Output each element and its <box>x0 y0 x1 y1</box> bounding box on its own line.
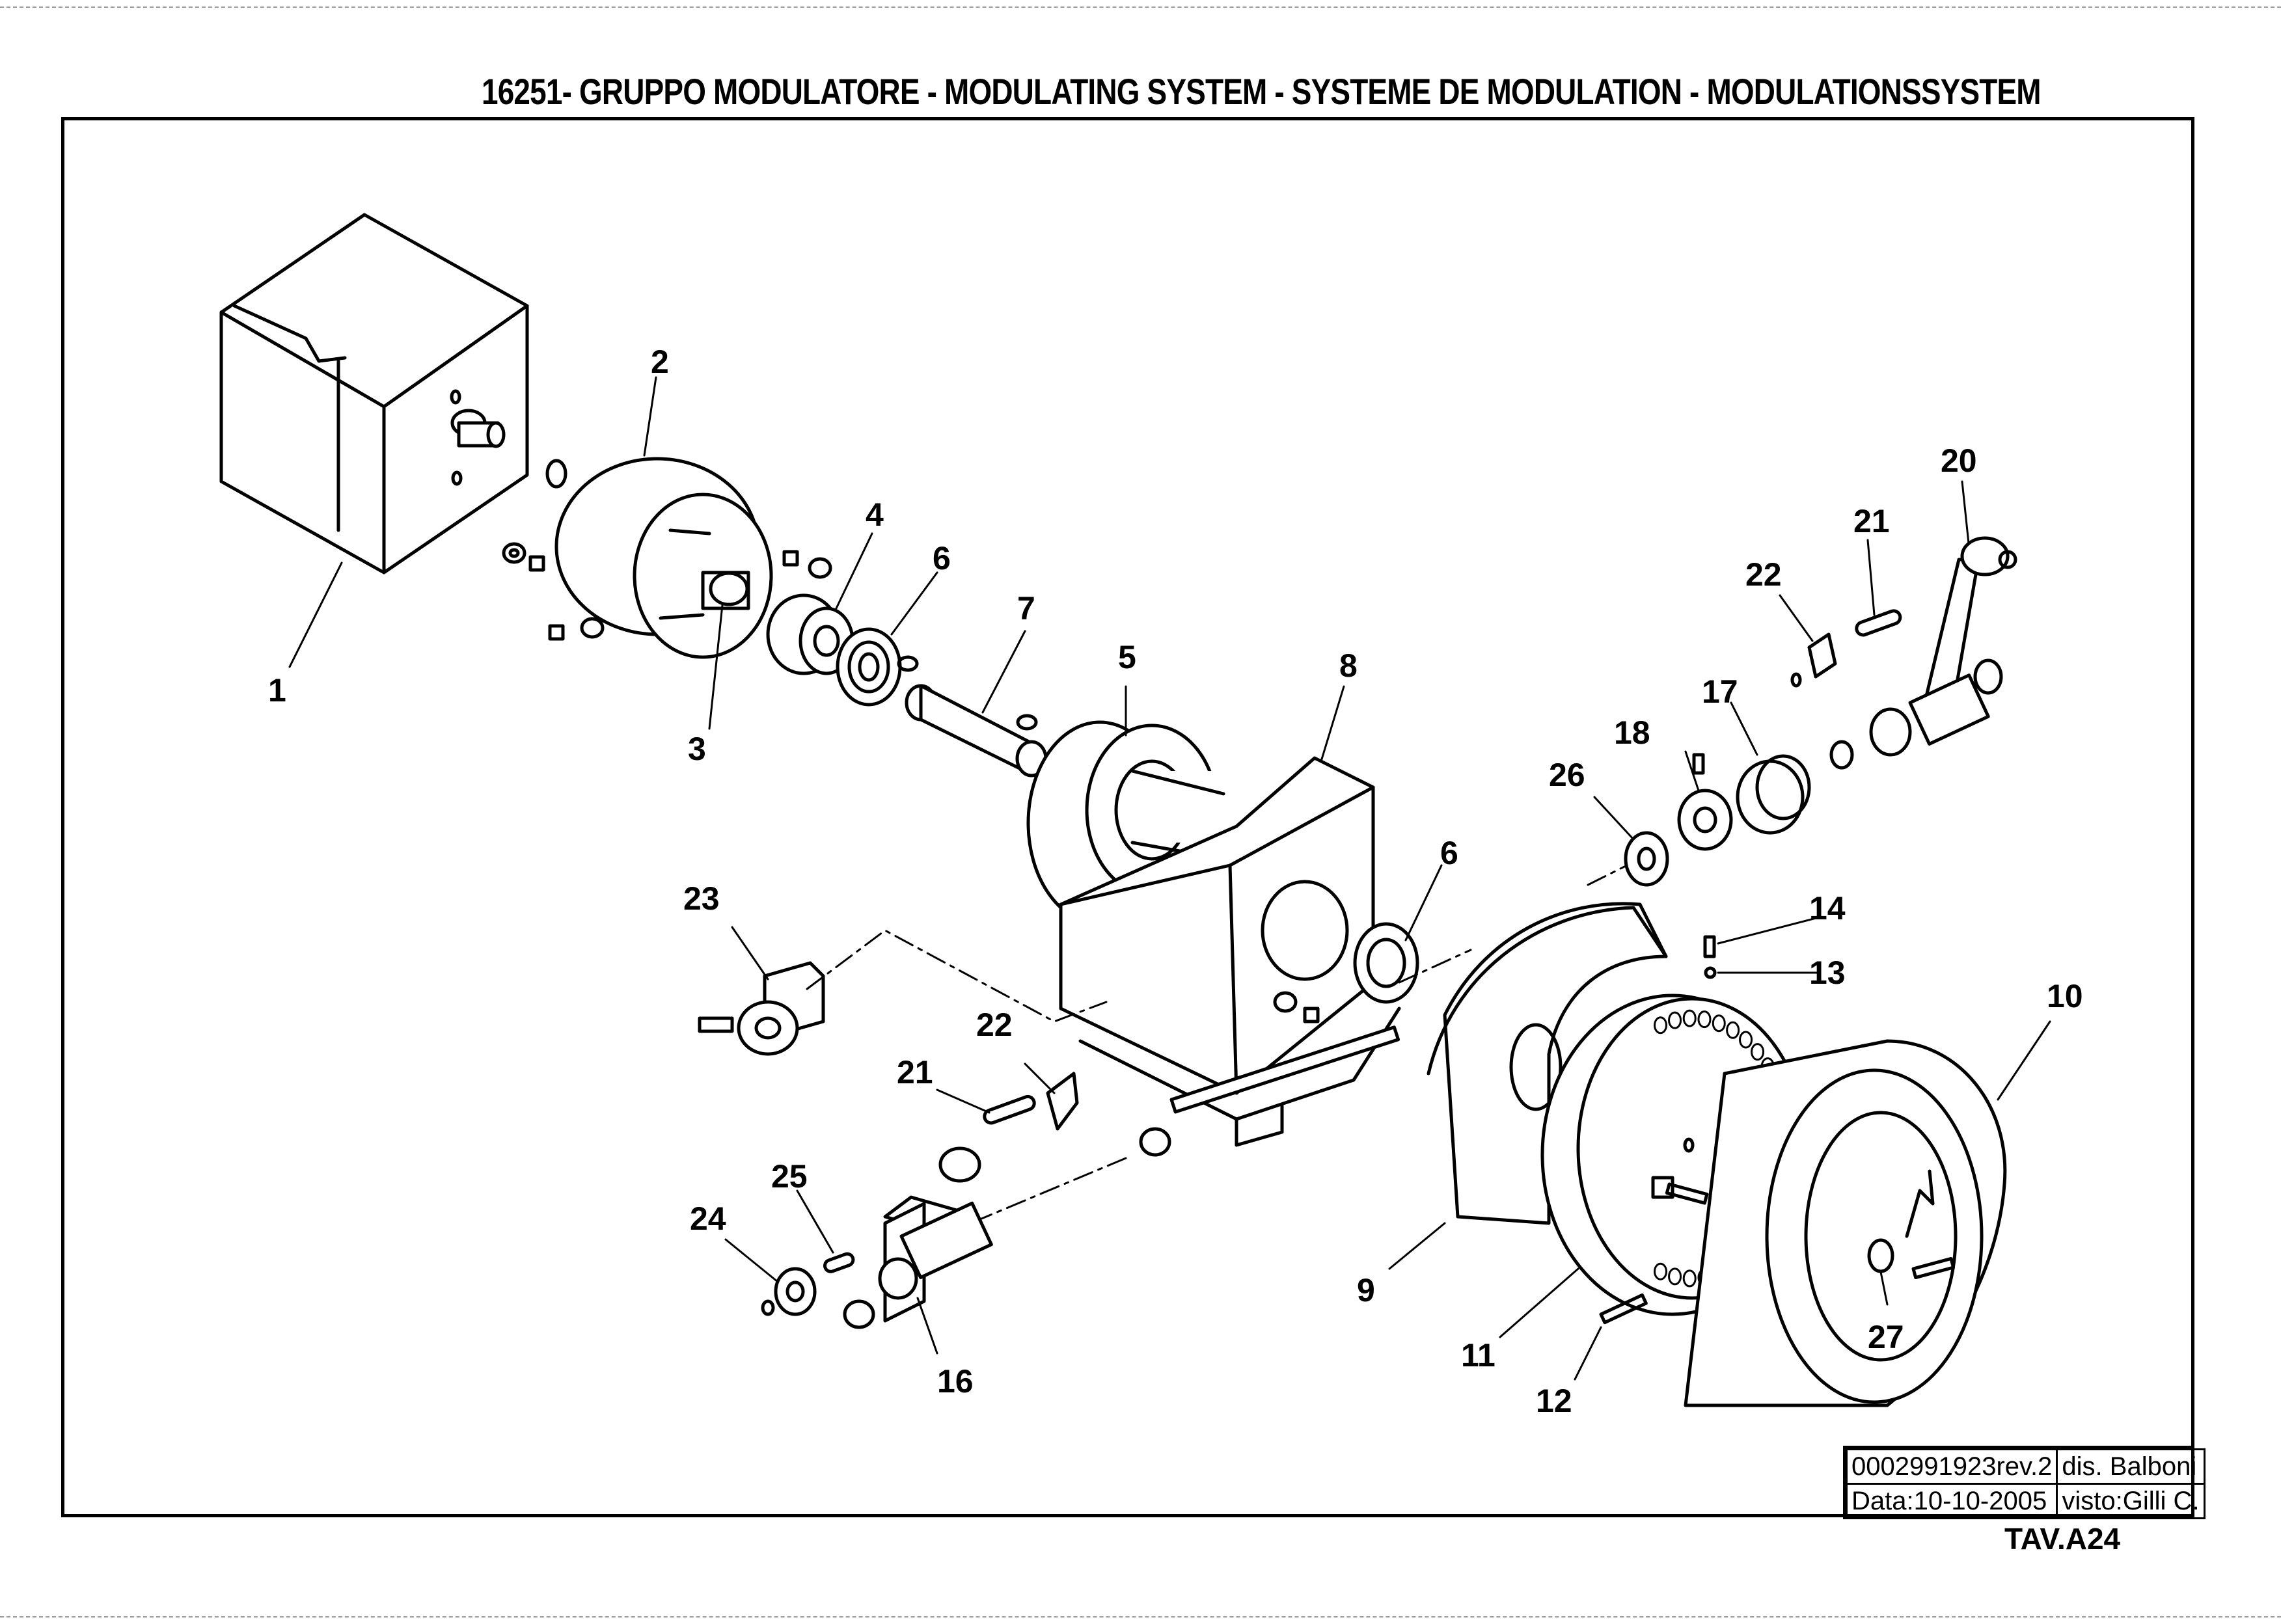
disc-hole <box>1739 1031 1753 1049</box>
scan-edge-bottom <box>0 1616 2281 1617</box>
disc-hole <box>1726 1021 1740 1039</box>
part-bearing-upper <box>836 627 902 707</box>
disc-hole <box>1682 1009 1697 1027</box>
callout-26: 26 <box>1549 757 1585 793</box>
callout-13: 13 <box>1809 954 1846 991</box>
part-lever-upper <box>1790 536 2017 757</box>
callout-12: 12 <box>1536 1383 1572 1419</box>
part-shield <box>1427 902 1668 1225</box>
part-housing <box>1059 756 1419 1147</box>
part-lever-lower <box>843 1072 1171 1329</box>
disc-hole <box>1751 1043 1765 1061</box>
callout-25: 25 <box>771 1158 808 1195</box>
callout-8: 8 <box>1339 647 1358 684</box>
callout-1: 1 <box>268 672 286 709</box>
callout-17: 17 <box>1702 673 1738 710</box>
part-shaft <box>897 655 1048 778</box>
callout-11: 11 <box>1461 1337 1496 1374</box>
callout-18: 18 <box>1614 714 1650 751</box>
callout-20: 20 <box>1941 442 1977 479</box>
callout-9: 9 <box>1357 1272 1375 1308</box>
callout-14: 14 <box>1809 890 1846 927</box>
leader-lines <box>288 376 2051 1381</box>
callout-22-lower: 22 <box>976 1007 1013 1043</box>
callout-6-lower: 6 <box>1440 835 1458 871</box>
drawing-date: Data:10-10-2005 <box>1845 1483 2058 1519</box>
checked-by: visto:Gilli C. <box>2056 1483 2206 1519</box>
callout-2: 2 <box>651 344 669 380</box>
title-block: 0002991923rev.2 dis. Balboni Data:10-10-… <box>1843 1446 2206 1519</box>
callout-24: 24 <box>690 1200 726 1237</box>
drawn-by: dis. Balboni <box>2056 1448 2206 1485</box>
disc-hole <box>1697 1010 1712 1029</box>
part-roller <box>761 1252 855 1316</box>
callout-21-upper: 21 <box>1853 503 1890 539</box>
callout-6-upper: 6 <box>933 540 951 576</box>
callout-10: 10 <box>2047 978 2083 1014</box>
callout-22-upper: 22 <box>1745 556 1782 593</box>
screws-part-2 <box>502 459 832 641</box>
part-drum-cover <box>1684 1039 2007 1407</box>
sheet-number: TAV.A24 <box>2004 1522 2121 1556</box>
part-bracket <box>698 961 825 1056</box>
callout-21-lower: 21 <box>897 1054 933 1090</box>
drawing-frame <box>61 117 2194 1517</box>
callout-23: 23 <box>683 880 720 917</box>
part-actuator-box <box>219 213 529 575</box>
part-bell-cover <box>554 457 773 659</box>
callout-4: 4 <box>866 496 884 533</box>
disc-hole <box>1712 1014 1726 1033</box>
part-spring-screw <box>1703 935 1717 979</box>
drawing-title: 16251- GRUPPO MODULATORE - MODULATING SY… <box>482 71 2042 112</box>
callout-27: 27 <box>1868 1319 1904 1355</box>
callout-5: 5 <box>1118 639 1136 675</box>
callout-16: 16 <box>937 1363 974 1400</box>
disc-hole <box>1682 1269 1697 1288</box>
disc-hole <box>1668 1267 1682 1286</box>
scan-edge-top <box>0 7 2281 8</box>
drawing-number: 0002991923rev.2 <box>1845 1448 2058 1485</box>
disc-hole <box>1668 1011 1682 1029</box>
callout-3: 3 <box>688 731 706 767</box>
callout-7: 7 <box>1017 590 1035 627</box>
part-spring-collar <box>1624 740 1854 887</box>
disc-hole <box>1654 1016 1668 1035</box>
disc-hole <box>1654 1262 1668 1280</box>
